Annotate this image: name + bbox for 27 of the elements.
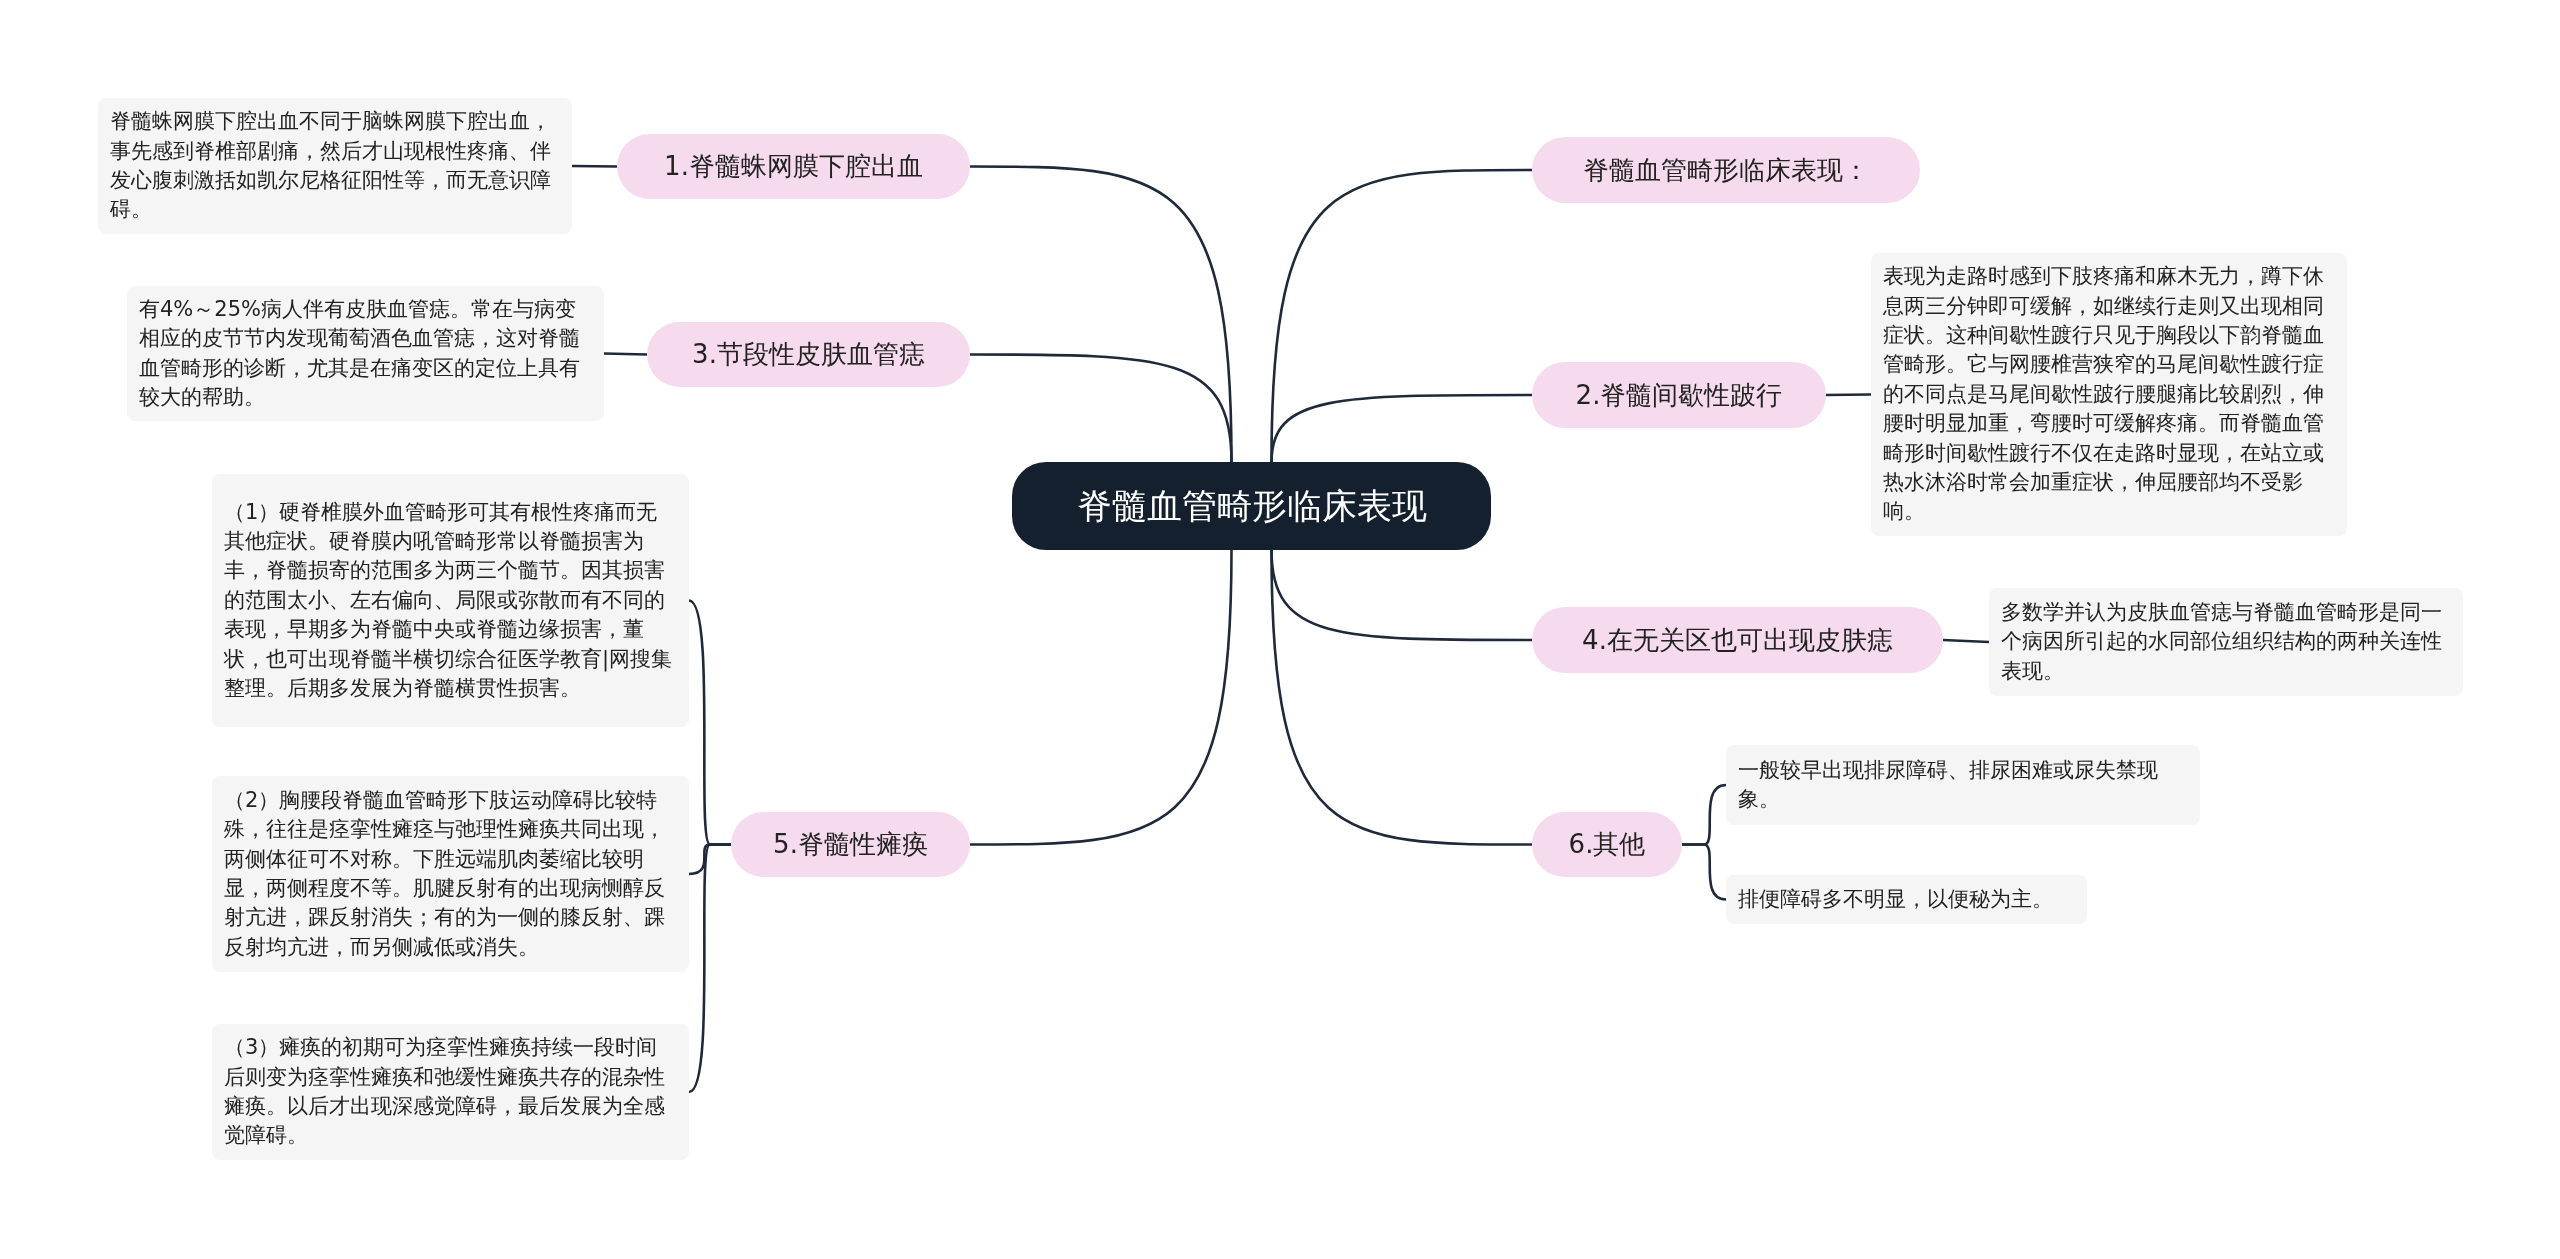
connector-line (688, 843, 731, 1093)
topic-box: 3.节段性皮肤血管痣 (647, 322, 970, 387)
connector-line (1270, 393, 1532, 463)
note-box: （2）胸腰段脊髓血管畸形下肢运动障碍比较特殊，往往是痉挛性瘫痉与弛理性瘫痪共同出现，两侧体征可不对称。下胜远端肌肉萎缩比较明显，两侧程度不等。肌腱反射有的出现病恻醇反射亢进，踝反射消失；有的为一侧的膝反射、踝反射均亢进，而另侧减低或消失。 (212, 776, 689, 972)
note-box: （1）硬脊椎膜外血管畸形可其有根性疼痛而无其他症状。硬脊膜内吼管畸形常以脊髓损害为丰，脊髓损寄的范围多为两三个髓节。因其损害的范围太小、左右偏向、局限或弥散而有不同的表现，早期多为脊髓中央或脊髓边缘损害，董状，也可出现脊髓半横切综合征医学教育|网搜集整理。后期多发展为脊髓横贯性损害。 (212, 474, 689, 727)
connector-line (970, 353, 1233, 463)
connector-line (1826, 393, 1871, 397)
topic-box: 4.在无关区也可出现皮肤痣 (1532, 607, 1943, 673)
topic-box: 5.脊髓性瘫痪 (731, 812, 970, 877)
topic-box: 脊髓血管畸形临床表现： (1532, 137, 1920, 203)
connector-line (1682, 843, 1727, 901)
note-box: 一般较早出现排尿障碍、排尿困难或尿失禁现象。 (1726, 745, 2200, 825)
central-topic: 脊髓血管畸形临床表现 (1012, 462, 1491, 550)
connector-line (603, 352, 648, 356)
topic-box: 6.其他 (1532, 812, 1682, 877)
note-box: 脊髓蛛网膜下腔出血不同于脑蛛网膜下腔出血，事先感到脊椎部剧痛，然后才山现根性疼痛、伴发心腹刺激括如凯尔尼格征阳性等，而无意识障碍。 (98, 98, 572, 234)
topic-box: 1.脊髓蛛网膜下腔出血 (617, 134, 970, 199)
note-box: 表现为走路时感到下肢疼痛和麻木无力，蹲下休息两三分钟即可缓解，如继续行走则又出现相同症状。这种间歇性踱行只见于胸段以下韵脊髓血管畸形。它与网腰椎营狭窄的马尾间歇性踱行症的不同点是马尾间歇性跛行腰腿痛比较剧烈，伸腰时明显加重，弯腰时可缓解疼痛。而脊髓血管畸形时间歇性踱行不仅在走路时显现，在站立或热水沐浴时常会加重症状，伸屈腰部均不受影响。 (1871, 253, 2347, 536)
note-box: 多数学并认为皮肤血管痣与脊髓血管畸形是同一个病因所引起的水同部位组织结构的两种关连性表现。 (1989, 588, 2463, 696)
connector-line (970, 549, 1233, 846)
topic-box: 2.脊髓间歇性跛行 (1532, 362, 1826, 428)
connector-line (1942, 638, 1990, 644)
note-box: 有4%～25%病人伴有皮肤血管痣。常在与病变相应的皮节节内发现葡萄酒色血管痣，这对脊髓血管畸形的诊断，尤其是在痛变区的定位上具有较大的帮助。 (127, 286, 604, 421)
note-box: 排便障碍多不明显，以便秘为主。 (1726, 875, 2087, 924)
note-box: （3）瘫痪的初期可为痉挛性瘫痪持续一段时间后则变为痉挛性瘫痪和弛缓性瘫痪共存的混杂性瘫痪。以后才出现深感觉障碍，最后发展为全感觉障碍。 (212, 1024, 689, 1160)
connector-line (572, 164, 617, 168)
connector-line (1270, 549, 1532, 846)
